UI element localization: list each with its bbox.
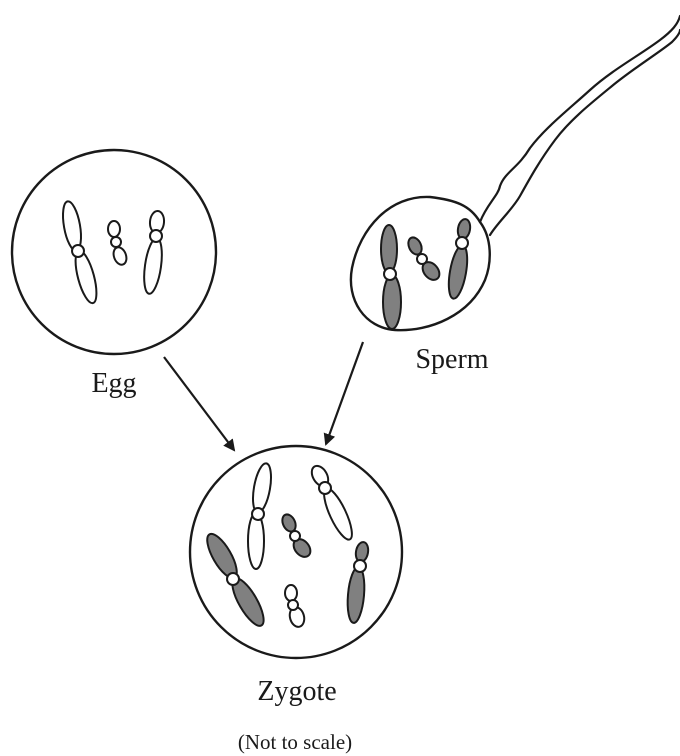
zygote-cell (190, 446, 402, 658)
sperm-tail-upper (480, 16, 680, 222)
sperm-tail-lower (490, 30, 680, 235)
egg-cell (12, 150, 216, 354)
sperm-to-zygote-arrow (326, 342, 363, 444)
scale-note: (Not to scale) (238, 730, 352, 754)
zygote-label: Zygote (257, 676, 336, 707)
sperm-label: Sperm (415, 344, 488, 375)
sperm-cell (351, 16, 680, 330)
egg-to-zygote-arrow (164, 357, 234, 450)
egg-label: Egg (91, 368, 136, 399)
